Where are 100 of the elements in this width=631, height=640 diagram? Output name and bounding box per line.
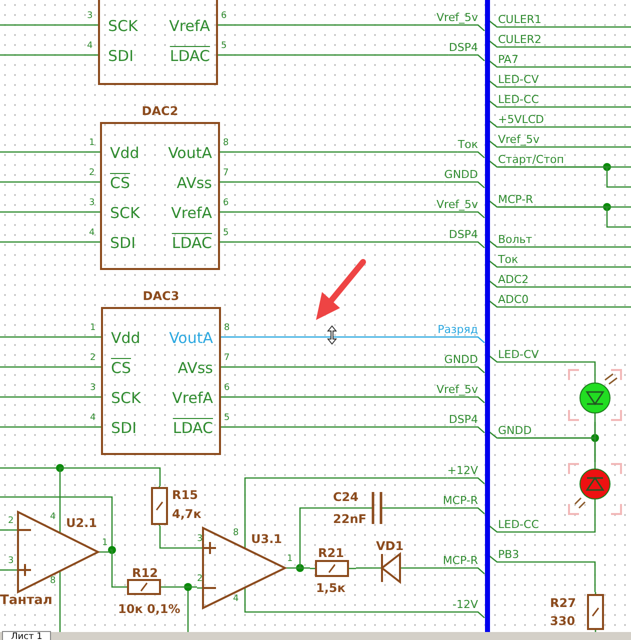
pin-number: 7 <box>223 168 229 178</box>
wire <box>489 100 498 108</box>
pin-number: 7 <box>224 353 230 363</box>
net-label: Vref_5v <box>498 133 540 149</box>
ref-designator: U3.1 <box>251 532 282 547</box>
part-value: 1,5к <box>316 581 346 596</box>
wire <box>234 181 444 183</box>
net-label: Вольт <box>498 233 532 249</box>
pin-number: 4 <box>90 413 96 423</box>
pin-name: AVss <box>178 359 213 377</box>
wire <box>393 507 443 509</box>
pin-name: VoutA <box>168 144 212 162</box>
wire <box>489 20 498 28</box>
wire <box>447 477 485 484</box>
wire <box>0 569 8 571</box>
wire <box>497 516 596 533</box>
wire <box>497 46 631 48</box>
part-value: Тантал <box>0 594 52 607</box>
wire <box>232 54 449 56</box>
wire <box>235 396 436 398</box>
wire <box>436 396 485 404</box>
wire <box>497 561 596 592</box>
wire <box>489 200 498 208</box>
ref-designator: R21 <box>318 546 344 561</box>
pin-number: 4 <box>50 512 56 522</box>
pin-number: 1 <box>287 554 293 564</box>
sheet-tab: Лист 1 <box>2 631 52 640</box>
ref-designator: C24 <box>333 490 359 505</box>
pin-name: CS <box>111 359 131 377</box>
net-label: -12V <box>452 598 478 614</box>
pin-number: 2 <box>197 574 203 584</box>
wire <box>497 246 631 248</box>
pin-number: 8 <box>233 528 239 538</box>
net-label: +12V <box>447 464 478 480</box>
net-label: LED-CV <box>498 73 539 89</box>
net-label: LED-CC <box>498 518 539 534</box>
wire <box>497 306 631 308</box>
wire <box>489 80 498 88</box>
net-label: GNDD <box>444 168 478 184</box>
pin-name: SDI <box>111 419 136 437</box>
wire <box>497 266 631 268</box>
part-value: 22nF <box>333 512 366 527</box>
pin-number: 8 <box>224 323 230 333</box>
net-label: Ток <box>498 253 518 269</box>
wire <box>436 211 485 218</box>
pin-name: LDAC <box>172 234 212 252</box>
wire <box>489 526 498 533</box>
wire <box>110 549 118 588</box>
ref-designator: U2.1 <box>66 516 98 531</box>
pin-name: SCK <box>111 389 141 407</box>
pin-number: 1 <box>90 323 96 333</box>
pin-name: VrefA <box>172 389 213 407</box>
wire <box>0 426 87 428</box>
pin-number: 6 <box>223 198 229 208</box>
wire <box>489 356 498 363</box>
net-label: Старт/Стоп <box>498 153 564 169</box>
pin-number: 2 <box>8 516 14 526</box>
pin-number: 3 <box>89 198 95 208</box>
wire <box>180 586 197 588</box>
wire <box>489 120 498 128</box>
pin-name: SCK <box>110 204 140 222</box>
pin-number: 3 <box>90 383 96 393</box>
pin-name: VrefA <box>171 204 212 222</box>
wire <box>0 181 86 183</box>
wire <box>489 40 498 48</box>
pin-number: 8 <box>50 576 56 586</box>
wire <box>497 66 631 68</box>
part-value: 330 <box>550 614 576 629</box>
pin-number: 4 <box>233 594 239 604</box>
wire <box>497 166 631 188</box>
net-label: LED-CV <box>498 348 539 364</box>
pin-name: VoutA <box>169 329 213 347</box>
net-label: CULER2 <box>498 33 542 49</box>
net-label: MCP-R <box>442 494 478 510</box>
wire <box>442 567 485 574</box>
wire <box>0 24 84 26</box>
wire <box>489 556 498 563</box>
net-label: CULER1 <box>498 13 542 29</box>
part-value: 4,7к <box>172 507 202 522</box>
wire <box>497 206 631 228</box>
wire <box>234 241 449 243</box>
wire <box>235 366 444 368</box>
part-value: 10к 0,1% <box>118 602 180 617</box>
ref-designator: VD1 <box>376 539 404 554</box>
net-label: MCP-R <box>442 554 478 570</box>
wire <box>452 611 485 618</box>
wire <box>489 280 498 288</box>
net-label: Vref_5v <box>436 11 478 27</box>
ref-designator: R15 <box>172 488 198 503</box>
wire <box>244 477 448 528</box>
wire <box>497 437 596 462</box>
net-label: MCP-R <box>498 193 534 209</box>
pin-number: 2 <box>89 168 95 178</box>
wire <box>0 529 8 531</box>
net-label: PB3 <box>498 548 520 564</box>
pin-number: 5 <box>221 41 227 51</box>
net-label: Vref_5v <box>436 198 478 214</box>
wire <box>235 426 449 428</box>
pin-name: VrefA <box>169 17 210 35</box>
pin-number: 2 <box>90 353 96 363</box>
